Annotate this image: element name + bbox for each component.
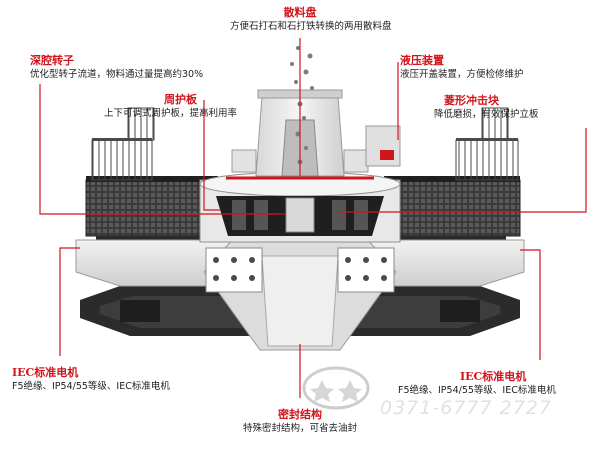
callout-top-title: 散料盘 xyxy=(283,6,317,19)
leader-guard xyxy=(203,100,220,211)
callout-hydraulic-title: 液压装置 xyxy=(400,54,444,67)
callout-impact-desc: 降低磨损，有效保护立板 xyxy=(434,109,539,120)
callout-motor-left: IEC标准电机 F5绝缘、IP54/55等级、IEC标准电机 xyxy=(12,366,170,393)
callout-rotor-desc: 优化型转子流道，物料通过量提高约30% xyxy=(30,69,204,80)
callout-hydraulic: 液压装置 液压开盖装置，方便检修维护 xyxy=(400,54,524,81)
callout-guard-title: 周护板 xyxy=(164,93,197,106)
leader-motor-right xyxy=(520,249,541,360)
watermark: 0371-6777 2727 xyxy=(302,366,552,419)
crushing-chamber xyxy=(199,171,401,243)
callout-top-desc: 方便石打石和石打铁转换的两用散料盘 xyxy=(230,21,392,32)
callout-lines xyxy=(39,38,587,398)
callout-top: 散料盘 方便石打石和石打铁转换的两用散料盘 xyxy=(230,6,392,33)
star-seal-logo-icon xyxy=(302,366,370,410)
leader-impact xyxy=(340,128,587,213)
callout-guard: 周护板 上下可调式周护板，提高利用率 xyxy=(104,93,237,120)
callout-motor-left-desc: F5绝缘、IP54/55等级、IEC标准电机 xyxy=(12,381,170,392)
callout-hydraulic-desc: 液压开盖装置，方便检修维护 xyxy=(400,69,524,80)
callout-rotor-title: 深腔转子 xyxy=(30,54,74,67)
callout-impact-title: 菱形冲击块 xyxy=(444,94,499,107)
callout-seal-desc: 特殊密封结构，可省去油封 xyxy=(242,423,357,434)
callout-rotor: 深腔转子 优化型转子流道，物料通过量提高约30% xyxy=(30,54,203,81)
left-platform xyxy=(85,107,219,250)
callout-motor-right: IEC标准电机 F5绝缘、IP54/55等级、IEC标准电机 xyxy=(398,370,556,397)
callout-seal-title: 密封结构 xyxy=(278,408,322,421)
feed-hopper xyxy=(231,46,401,177)
main-chassis xyxy=(75,239,525,351)
callout-impact: 菱形冲击块 降低磨损，有效保护立板 xyxy=(434,94,539,121)
callout-guard-desc: 上下可调式周护板，提高利用率 xyxy=(104,108,238,119)
right-platform xyxy=(383,107,521,250)
callout-motor-right-desc: F5绝缘、IP54/55等级、IEC标准电机 xyxy=(398,385,556,396)
callout-motor-left-title: IEC标准电机 xyxy=(12,366,79,379)
callout-motor-right-title: IEC标准电机 xyxy=(460,370,527,383)
callout-seal: 密封结构 特殊密封结构，可省去油封 xyxy=(230,408,370,435)
leader-motor-left xyxy=(59,247,80,356)
leader-rotor xyxy=(39,84,286,215)
watermark-phone: 0371-6777 2727 xyxy=(380,397,552,419)
